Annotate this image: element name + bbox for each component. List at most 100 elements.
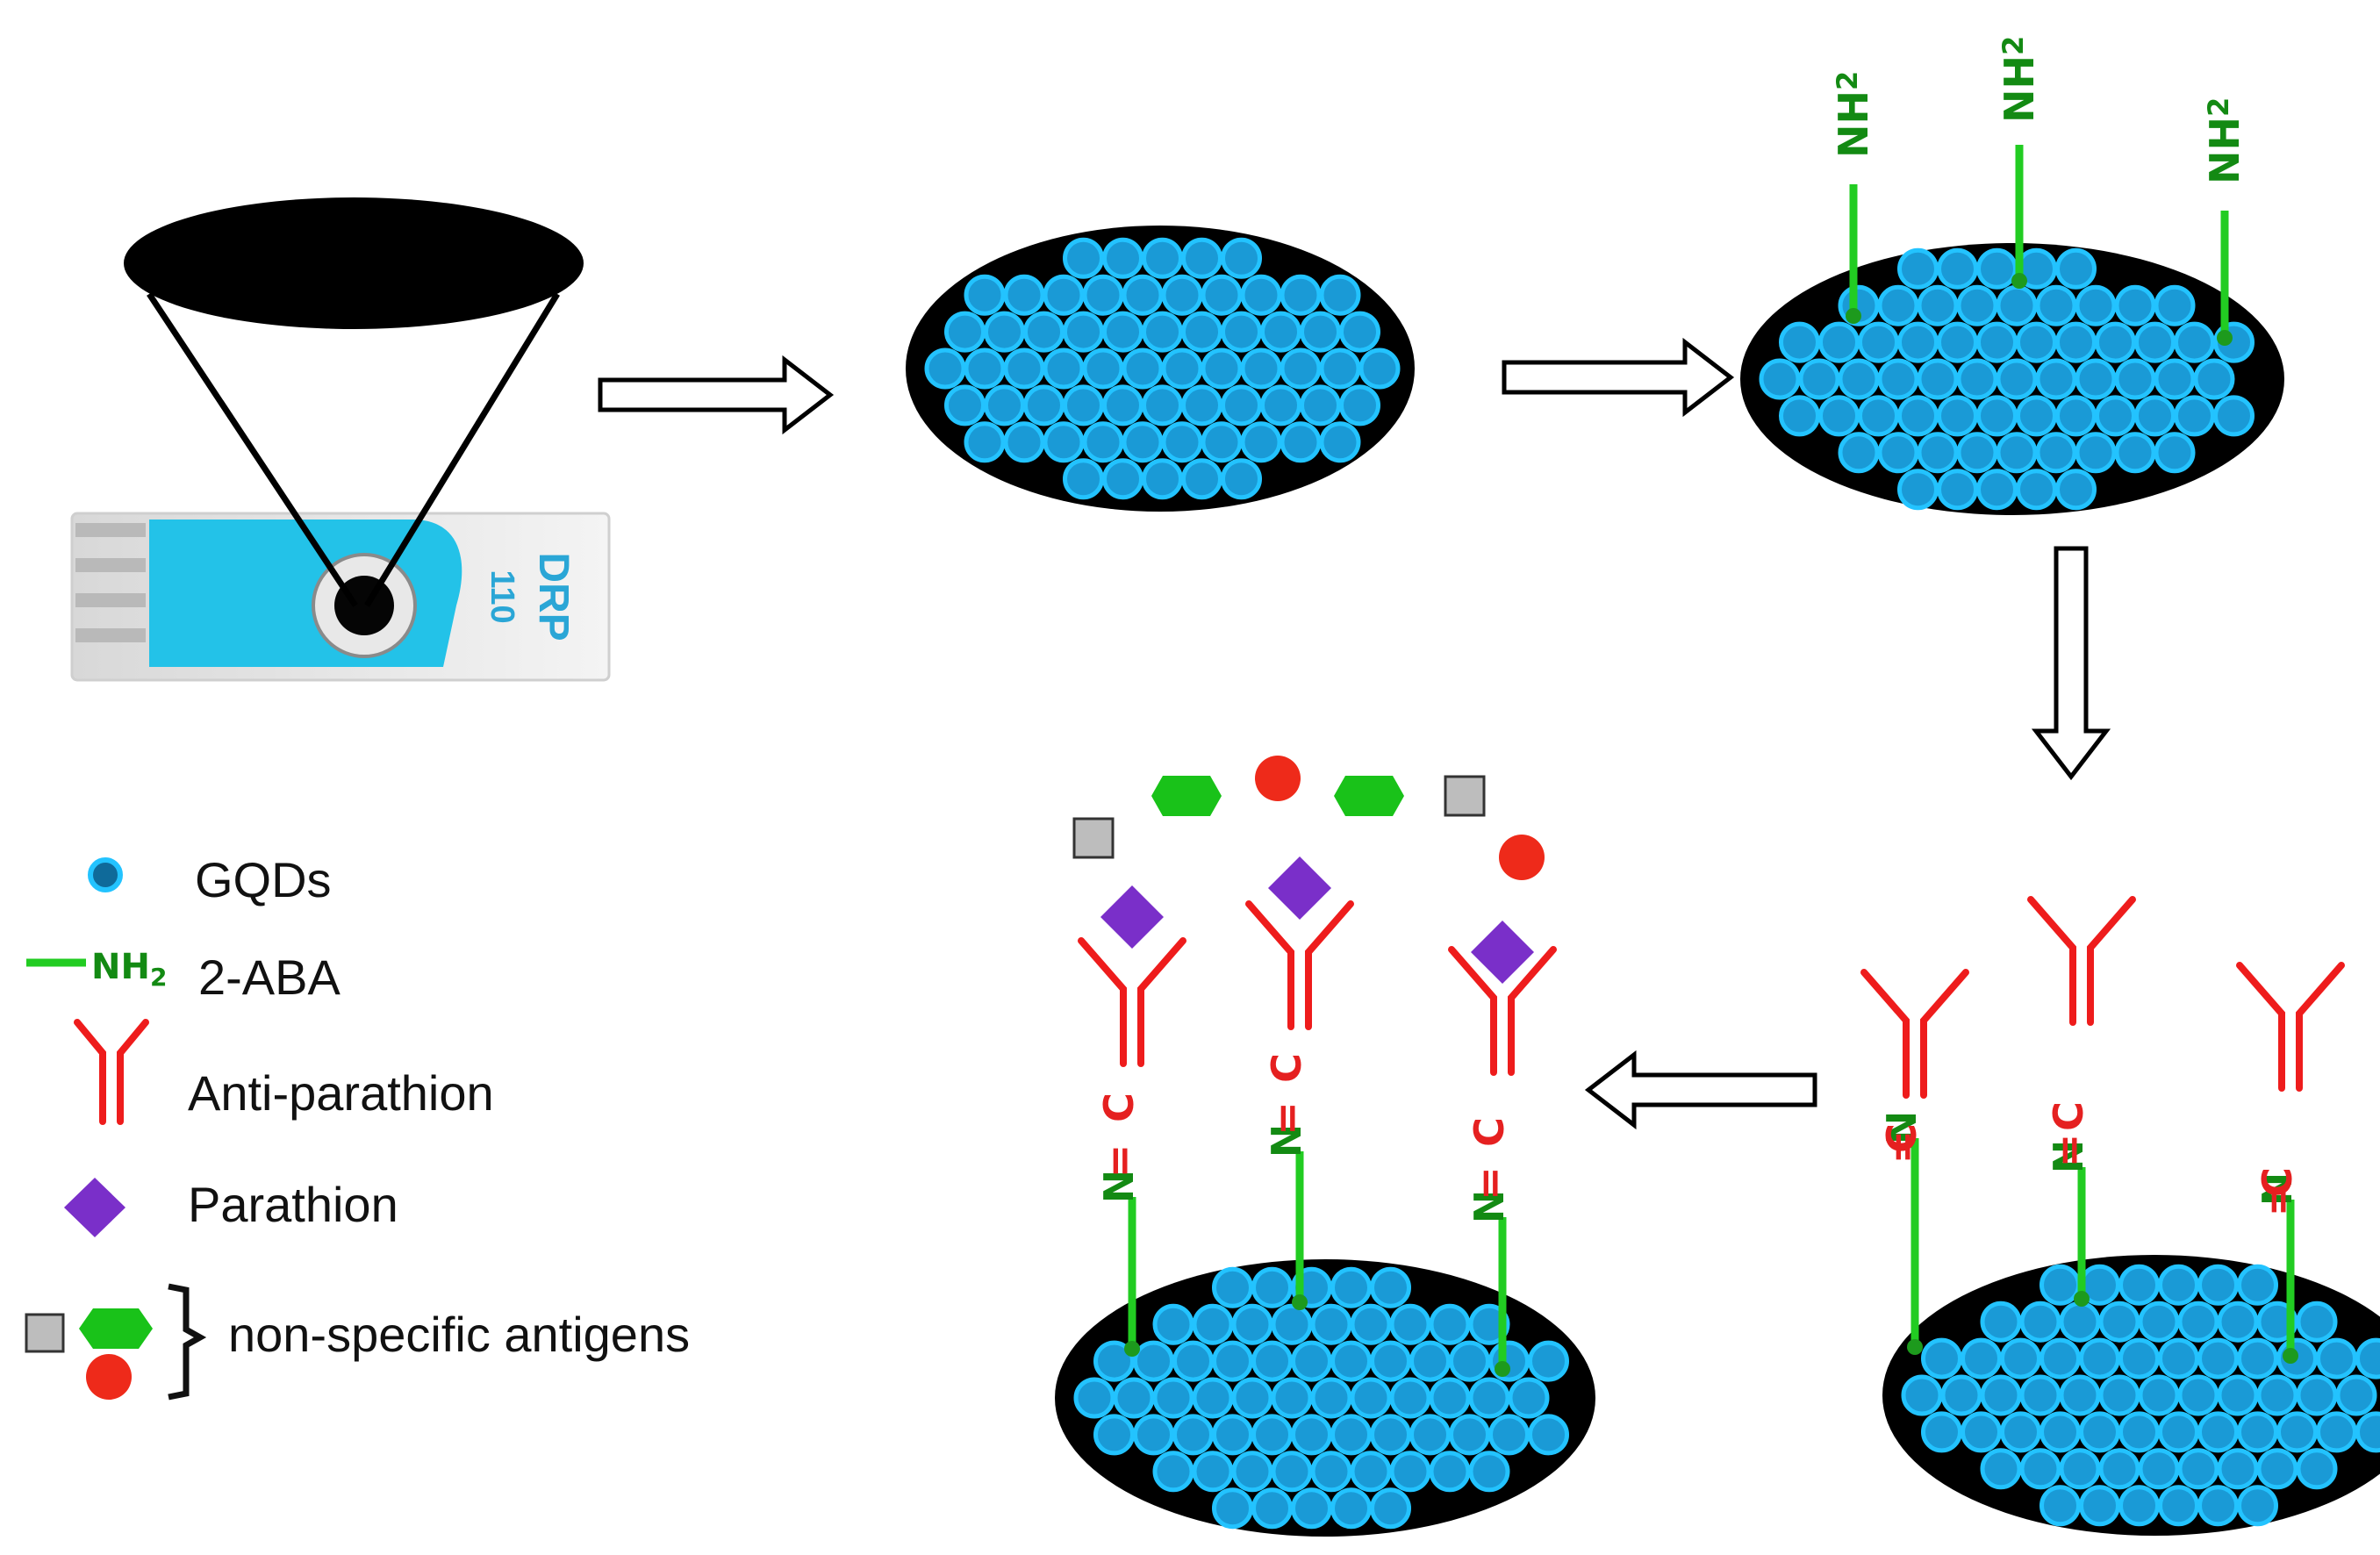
nh2-text: NH [1830, 90, 1877, 158]
gqd-circle-icon [1271, 1377, 1313, 1419]
gqd-circle-icon [2019, 1448, 2061, 1490]
zoomed-electrode-surface [124, 197, 584, 329]
gqd-circle-icon [1508, 1377, 1550, 1419]
gqd-circle-icon [1980, 1301, 2022, 1343]
nh2-subscript: 2 [1831, 71, 1864, 90]
y-antibody-icon [1245, 900, 1354, 1030]
gqd-circle-icon [1956, 432, 1998, 474]
gqd-circle-icon [2000, 1337, 2041, 1379]
electrode-contact [75, 558, 146, 572]
gqd-circle-icon [1102, 458, 1143, 500]
nh2-text: NH [2201, 117, 2248, 184]
gqd-circle-icon [1350, 1377, 1392, 1419]
gqd-circle-icon [2016, 395, 2057, 437]
gqd-circle-icon [1897, 247, 1939, 290]
gqd-circle-icon [1858, 395, 1899, 437]
gqd-circle-icon [1937, 247, 1978, 290]
legend-nonspecific: non-specific antigens [25, 1283, 690, 1401]
gqd-circle-icon [1429, 1303, 1471, 1345]
gqd-circle-icon [2035, 284, 2077, 326]
gqd-circle-icon [1161, 274, 1203, 316]
antibody-arm [1860, 969, 1910, 1099]
gqd-circle-icon [964, 274, 1006, 316]
gqd-circle-icon [1240, 274, 1282, 316]
circle-icon [86, 1354, 132, 1400]
gqd-circle-icon [1251, 1266, 1293, 1308]
gqd-electrode-surface [1882, 1255, 2380, 1536]
gqd-circle-icon [1003, 348, 1045, 390]
diamond-icon [1471, 921, 1534, 984]
gqd-circle-icon [1300, 384, 1341, 426]
linker-anchor [2217, 330, 2233, 346]
diamond-icon [1268, 856, 1331, 920]
gqd-circle-icon [1370, 1266, 1411, 1308]
antibody-arm [2027, 896, 2076, 1026]
gqd-circle-icon [1488, 1414, 1530, 1456]
gqd-circle-icon [2059, 1374, 2101, 1416]
gqd-circle-icon [1350, 1303, 1392, 1345]
gqd-circle-icon [2316, 1337, 2357, 1379]
gqd-electrode-surface [1055, 1259, 1595, 1537]
gqd-circle-icon [1528, 1414, 1569, 1456]
gqd-circle-icon [1003, 421, 1045, 463]
gqd-circle-icon [2154, 432, 2196, 474]
gqd-circle-icon [1917, 432, 1959, 474]
antibody-arm [1920, 969, 1969, 1099]
gqd-circle-icon [1877, 284, 1919, 326]
gqd-circle-icon [1161, 421, 1203, 463]
gqd-circle-icon [1231, 1377, 1273, 1419]
gqd-circle-icon [1152, 1303, 1194, 1345]
gqd-circle-icon [1063, 384, 1104, 426]
imine-bond-label: = [1263, 1101, 1310, 1136]
imine-c-label: C [1095, 1093, 1143, 1122]
nh2-label: NH2 [1830, 71, 1877, 158]
gqd-circle-icon [1063, 311, 1104, 353]
gqd-circle-icon [2075, 358, 2117, 400]
gqd-circle-icon [2237, 1264, 2278, 1306]
gqd-circle-icon [2019, 1374, 2061, 1416]
gqd-circle-icon [1310, 1377, 1352, 1419]
gqd-circle-icon [2079, 1337, 2120, 1379]
gqd-circle-icon [1528, 1340, 1569, 1382]
gqd-circle-icon [1122, 348, 1164, 390]
gqd-circle-icon [1937, 395, 1978, 437]
legend-label-nonspecific: non-specific antigens [228, 1307, 690, 1362]
linker-anchor [2074, 1291, 2090, 1307]
gqd-circle-icon [1003, 274, 1045, 316]
gqd-circle-icon [1212, 1487, 1253, 1530]
imine-n-label: N [1263, 1124, 1310, 1158]
antibody-arm [1448, 946, 1497, 1076]
gqd-circle-icon [1093, 1414, 1135, 1456]
gqd-circle-icon [1917, 284, 1959, 326]
gqd-circle-icon [1917, 358, 1959, 400]
gqd-circle-icon [1429, 1451, 1471, 1493]
gqd-circle-icon [1271, 1451, 1313, 1493]
imine-bond-label: = [1466, 1166, 1513, 1200]
gqd-circle-icon [1181, 458, 1222, 500]
gqd-circle-icon [1956, 358, 1998, 400]
gqd-circle-icon [1449, 1340, 1490, 1382]
gqd-circle-icon [2079, 1485, 2120, 1527]
gqd-circle-icon [1996, 358, 2038, 400]
gqd-circle-icon [1113, 1377, 1155, 1419]
gqd-circle-icon [1023, 384, 1065, 426]
gqd-circle-icon [1389, 1303, 1431, 1345]
gqd-circle-icon [2095, 321, 2136, 363]
gqd-circle-icon [1063, 458, 1104, 500]
gqd-circle-icon [1897, 469, 1939, 511]
square-icon [1444, 775, 1486, 817]
gqd-circle-icon [1976, 321, 2018, 363]
y-antibody-icon [2236, 962, 2345, 1092]
gqd-circle-icon [1102, 237, 1143, 279]
nh2-subscript: 2 [2202, 97, 2235, 117]
electrode-brand: DRP [530, 552, 577, 641]
gqd-circle-icon [944, 311, 986, 353]
gqd-circle-icon [2079, 1411, 2120, 1453]
gqd-circle-icon [1877, 358, 1919, 400]
gqd-circle-icon [1838, 358, 1880, 400]
gqd-circle-icon [2098, 1374, 2140, 1416]
gqd-circle-icon [1358, 348, 1401, 390]
electrode-illustration: 110 DRP [70, 197, 611, 682]
gqd-circle-icon [2237, 1337, 2278, 1379]
